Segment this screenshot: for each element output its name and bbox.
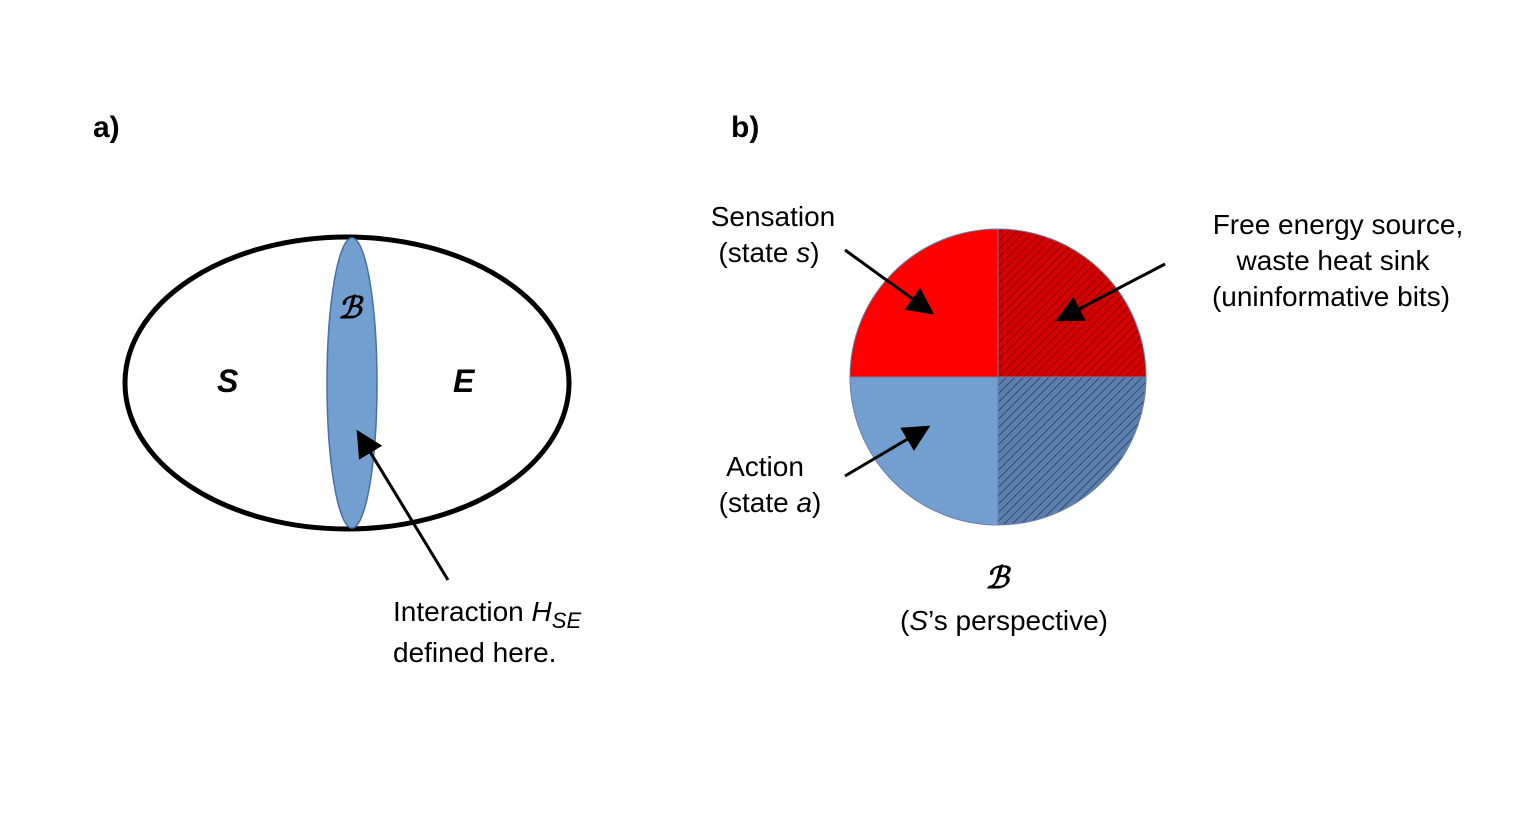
sensation-state-prefix: (state	[718, 237, 796, 268]
free-energy-red-quadrant	[997, 228, 1147, 378]
boundary-symbol-b: ℬ	[985, 561, 1011, 596]
free-energy-label-line1: Free energy source,	[1213, 209, 1464, 240]
system-label: S	[217, 363, 239, 399]
action-quadrant	[849, 376, 999, 526]
interaction-subscript: SE	[552, 608, 582, 633]
boundary-symbol-a: ℬ	[338, 291, 364, 326]
action-state-label: (state a)	[719, 487, 822, 518]
perspective-caption: (S’s perspective)	[900, 605, 1108, 636]
panel-b-label: b)	[731, 111, 759, 144]
action-state-prefix: (state	[719, 487, 797, 518]
interaction-prefix: Interaction	[393, 596, 532, 627]
sensation-quadrant	[849, 228, 999, 378]
perspective-suffix: ’s perspective)	[928, 605, 1108, 636]
action-var: a	[796, 487, 812, 518]
free-energy-label-line2: waste heat sink	[1236, 245, 1431, 276]
free-energy-blue-quadrant	[997, 376, 1147, 526]
action-label: Action	[726, 451, 804, 482]
sensation-state-label: (state s)	[718, 237, 819, 268]
sensation-state-suffix: )	[810, 237, 819, 268]
sensation-var: s	[796, 237, 810, 268]
environment-label: E	[453, 363, 476, 399]
action-state-suffix: )	[812, 487, 821, 518]
panel-a-label: a)	[93, 111, 120, 144]
perspective-var: S	[909, 605, 928, 636]
interaction-H: H	[532, 596, 553, 627]
perspective-prefix: (	[900, 605, 910, 636]
sensation-arrow	[844, 248, 935, 315]
system-environment-ellipse	[122, 234, 572, 532]
action-arrow	[844, 425, 931, 478]
free-energy-arrow	[1055, 262, 1166, 322]
free-energy-label-line3: (uninformative bits)	[1212, 281, 1450, 312]
interaction-caption-line1: Interaction HSE	[393, 596, 581, 633]
interaction-arrow	[356, 429, 450, 581]
sensation-label: Sensation	[711, 201, 836, 232]
boundary-ellipse	[326, 237, 378, 529]
interaction-caption-line2: defined here.	[393, 637, 556, 668]
